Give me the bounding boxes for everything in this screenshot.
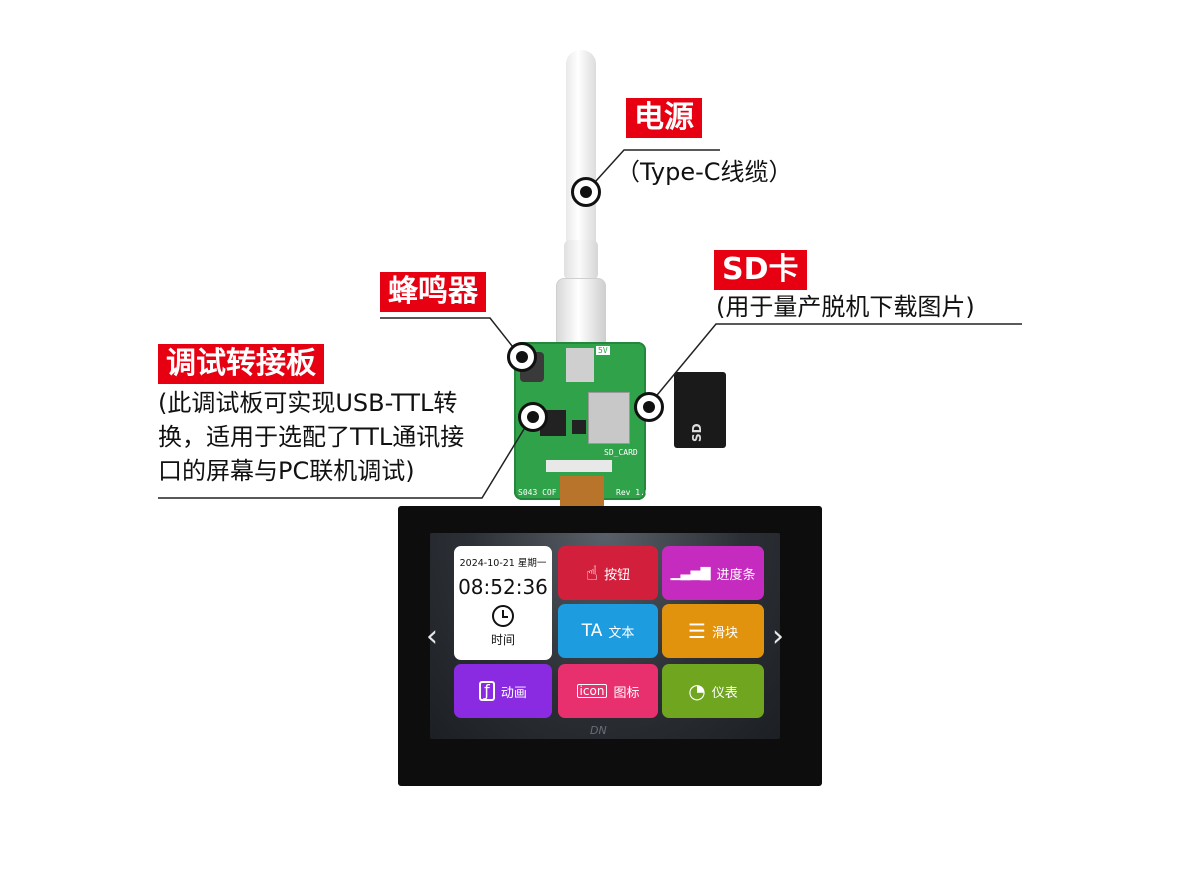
marker-debug	[518, 402, 548, 432]
tile-icon-label: 图标	[613, 685, 640, 701]
tile-animation[interactable]: ƒ 动画	[454, 664, 552, 718]
clock-icon	[492, 605, 514, 627]
tile-gauge-label: 仪表	[711, 685, 738, 701]
regulator-chip	[572, 420, 586, 434]
next-page-arrow[interactable]: ›	[772, 619, 784, 654]
callout-debug-title: 调试转接板	[158, 344, 324, 384]
tile-text-label: 文本	[608, 625, 635, 641]
tile-progress-label: 进度条	[716, 567, 756, 583]
callout-sd-title: SD卡	[714, 250, 807, 290]
marker-power	[571, 177, 601, 207]
line-power	[585, 149, 720, 193]
callout-power-desc: （Type-C线缆）	[616, 158, 793, 186]
callout-buzzer-title: 蜂鸣器	[380, 272, 486, 312]
flex-cable	[560, 476, 604, 508]
cable-strain-relief	[564, 240, 598, 280]
tile-button[interactable]: ☝ 按钮	[558, 546, 658, 600]
gauge-icon: ◔	[688, 679, 706, 703]
tile-animation-label: 动画	[500, 685, 527, 701]
tile-slider[interactable]: ☰ 滑块	[662, 604, 764, 658]
label-5v: 5V	[596, 346, 610, 355]
label-rev: Rev 1.0	[616, 488, 650, 497]
tile-text[interactable]: TA 文本	[558, 604, 658, 658]
time-tile[interactable]: 2024-10-21 星期一 08:52:36 时间	[454, 546, 552, 660]
line-sd	[647, 323, 1022, 407]
icon-badge-icon: icon	[576, 684, 608, 698]
signal-bars-icon: ▁▃▅▇	[670, 565, 711, 581]
marker-sd	[634, 392, 664, 422]
marker-buzzer	[507, 342, 537, 372]
flash-icon: ƒ	[479, 681, 495, 701]
clock-text: 08:52:36	[458, 575, 548, 599]
tap-hand-icon: ☝	[585, 561, 599, 585]
label-sd-card: SD_CARD	[604, 448, 638, 457]
usb-port	[566, 348, 594, 382]
usb-c-connector	[556, 278, 606, 350]
callout-debug-desc-1: (此调试板可实现USB-TTL转	[158, 389, 458, 417]
tile-button-label: 按钮	[604, 567, 631, 583]
tile-slider-label: 滑块	[711, 625, 738, 641]
callout-sd-desc: (用于量产脱机下载图片)	[716, 293, 975, 321]
slider-icon: ☰	[688, 619, 706, 643]
line-debug	[158, 415, 533, 499]
time-label: 时间	[490, 633, 515, 647]
sd-card-slot	[588, 392, 630, 444]
callout-debug-desc-3: 口的屏幕与PC联机调试)	[158, 457, 415, 485]
tile-gauge[interactable]: ◔ 仪表	[662, 664, 764, 718]
callout-debug-desc-2: 换，适用于选配了TTL通讯接	[158, 423, 465, 451]
text-icon: TA	[581, 620, 603, 641]
usb-c-cable	[566, 50, 596, 270]
screen-logo: DN	[590, 724, 607, 737]
prev-page-arrow[interactable]: ‹	[426, 619, 438, 654]
callout-power-title: 电源	[626, 98, 702, 138]
tile-icon[interactable]: icon 图标	[558, 664, 658, 718]
ffc-connector	[546, 460, 612, 472]
label-model: S043 COF	[518, 488, 557, 497]
tile-progress[interactable]: ▁▃▅▇ 进度条	[662, 546, 764, 600]
line-buzzer	[380, 317, 521, 357]
date-text: 2024-10-21 星期一	[459, 558, 547, 569]
